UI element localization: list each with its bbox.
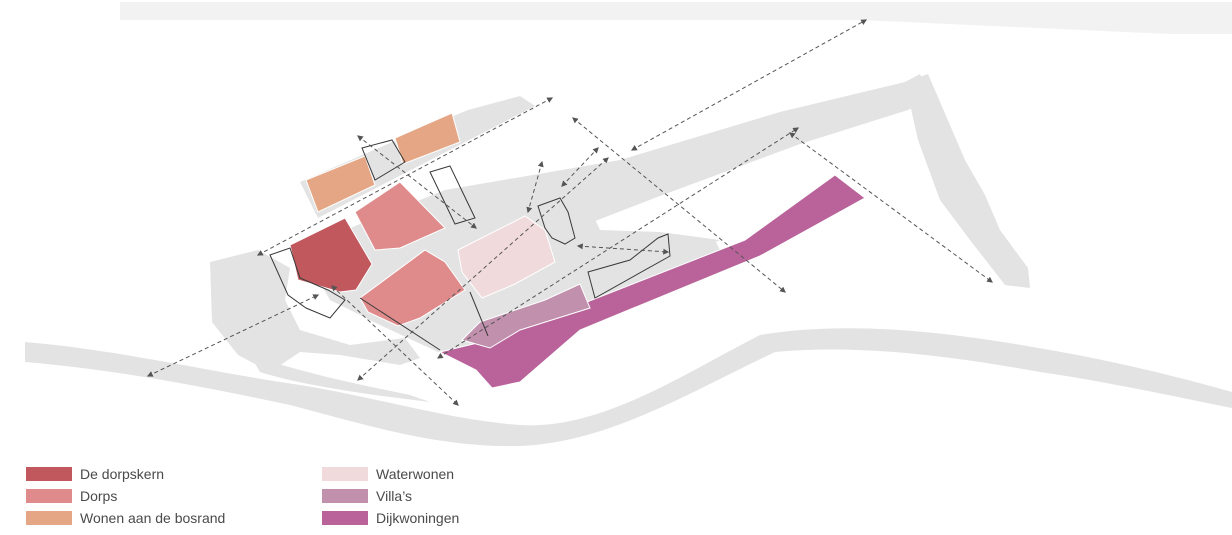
- faint-top-band: [120, 2, 1232, 34]
- legend-item-villas: Villa’s: [322, 485, 582, 507]
- legend-swatch: [26, 489, 72, 503]
- legend-item-waterwonen: Waterwonen: [322, 463, 582, 485]
- legend-item-dorps: Dorps: [26, 485, 286, 507]
- river: [25, 328, 1232, 447]
- legend-swatch: [26, 511, 72, 525]
- dike-east-arm: [905, 74, 1030, 288]
- sightline-10: [526, 160, 544, 214]
- legend-label: Waterwonen: [376, 466, 455, 482]
- legend-label: Wonen aan de bosrand: [80, 510, 226, 526]
- legend-swatch: [322, 489, 368, 503]
- sightline-12: [576, 243, 670, 255]
- sightline-11: [561, 147, 599, 187]
- legend-swatch: [26, 467, 72, 481]
- sightline-2: [146, 294, 320, 377]
- legend-item-dorpskern: De dorpskern: [26, 463, 286, 485]
- sightline-7: [572, 117, 786, 293]
- site-plan-map: [25, 2, 1232, 447]
- legend-item-bosrand: Wonen aan de bosrand: [26, 507, 286, 529]
- terrain: [25, 2, 1232, 447]
- legend-column-right: Waterwonen Villa’s Dijkwoningen: [322, 463, 582, 529]
- legend-label: De dorpskern: [80, 466, 165, 482]
- sightline-8: [630, 19, 868, 151]
- legend-swatch: [322, 467, 368, 481]
- sightline-3: [357, 135, 477, 229]
- legend-label: Villa’s: [376, 488, 413, 504]
- legend-column-left: De dorpskern Dorps Wonen aan de bosrand: [26, 463, 286, 529]
- sightlines: [146, 19, 993, 406]
- legend-label: Dorps: [80, 488, 118, 504]
- legend-swatch: [322, 511, 368, 525]
- legend-item-dijkwoningen: Dijkwoningen: [322, 507, 582, 529]
- legend-label: Dijkwoningen: [376, 510, 460, 526]
